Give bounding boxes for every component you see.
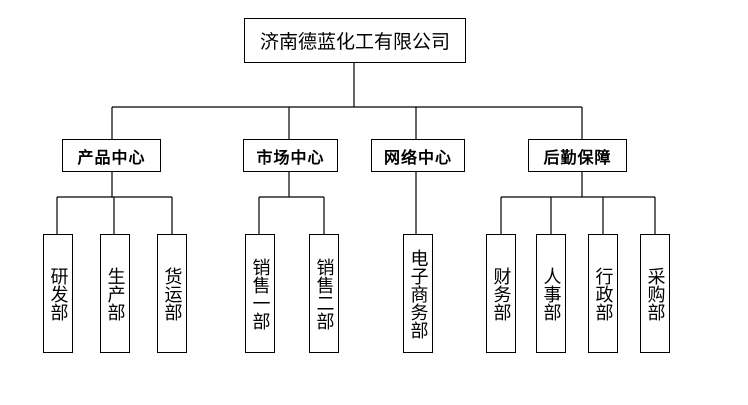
department-administration: 行政部: [588, 234, 618, 353]
department-procurement: 采购部: [640, 234, 670, 353]
division-product-center: 产品中心: [62, 139, 161, 172]
department-finance: 财务部: [486, 234, 516, 353]
department-sales-one: 销售一部: [245, 234, 275, 353]
division-market-center: 市场中心: [243, 139, 338, 172]
department-rnd: 研发部: [43, 234, 73, 353]
department-production: 生产部: [100, 234, 130, 353]
division-logistics-support: 后勤保障: [528, 139, 627, 172]
company-root-node: 济南德蓝化工有限公司: [244, 18, 466, 63]
department-hr: 人事部: [536, 234, 566, 353]
department-ecommerce: 电子商务部: [403, 234, 433, 353]
department-shipping: 货运部: [157, 234, 187, 353]
division-network-center: 网络中心: [371, 139, 465, 172]
department-sales-two: 销售二部: [309, 234, 339, 353]
